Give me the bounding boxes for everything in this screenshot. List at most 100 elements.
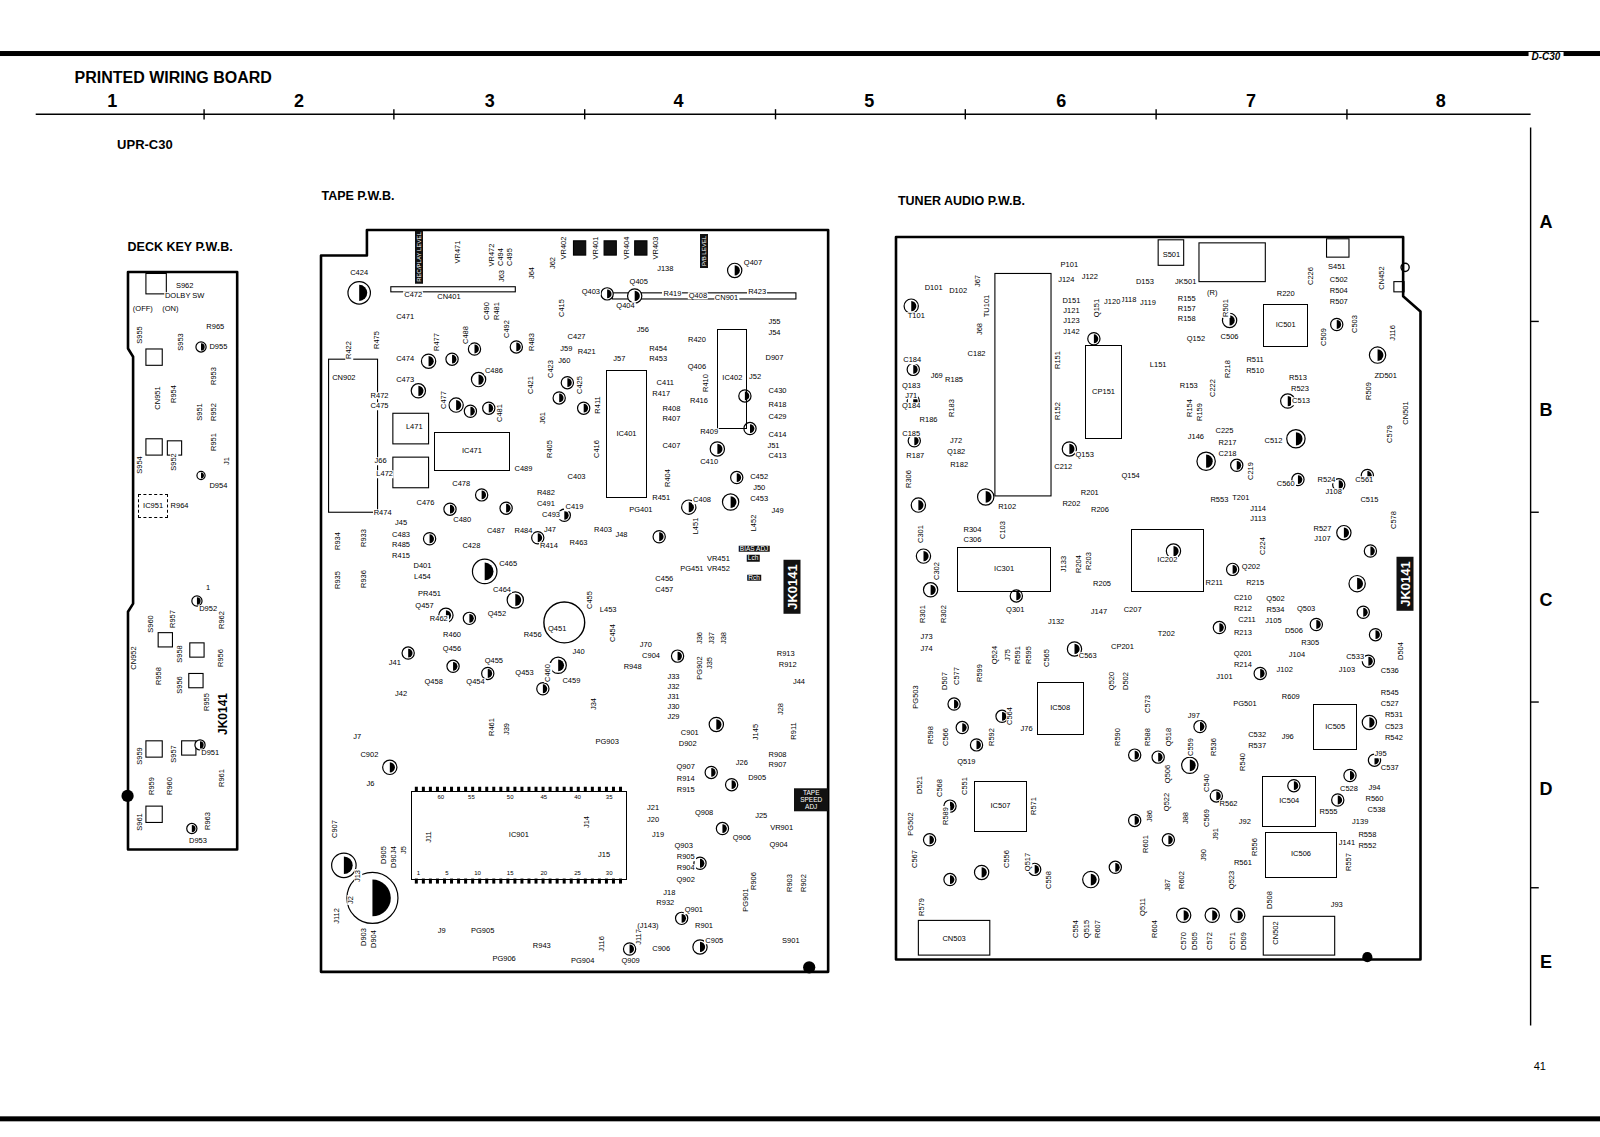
component-label: J86: [1146, 809, 1154, 823]
capacitor-body: [444, 503, 456, 515]
capacitor-polarity: [1376, 630, 1380, 639]
component-label: C302: [933, 561, 941, 581]
board-heading: DECK KEY P.W.B.: [128, 241, 233, 255]
capacitor-polarity: [1260, 669, 1264, 678]
component-label: R943: [532, 942, 552, 950]
component-label: R102: [997, 503, 1017, 511]
capacitor-symbol: [421, 354, 435, 368]
capacitor-body: [728, 263, 742, 277]
component-label: R906: [750, 871, 758, 891]
component-outline: [1327, 239, 1349, 257]
capacitor-symbol: [1364, 545, 1376, 557]
ic-reference: IC402: [721, 374, 743, 382]
component-label: R185: [944, 376, 964, 384]
component-label: Q523: [1228, 869, 1236, 889]
component-label: R153: [1179, 382, 1199, 390]
capacitor-polarity: [201, 473, 204, 479]
capacitor-symbol: [722, 494, 738, 510]
component-label: Q152: [1186, 335, 1206, 343]
component-label: Q182: [946, 448, 966, 456]
component-outline: [1199, 243, 1265, 282]
capacitor-polarity: [911, 301, 916, 311]
component-label: C536: [1380, 668, 1400, 676]
component-label: C523: [1384, 723, 1404, 731]
component-label: D504: [1397, 641, 1405, 661]
capacitor-symbol: [1197, 452, 1215, 470]
component-label: C225: [1215, 427, 1235, 435]
component-label: C571: [1229, 931, 1237, 951]
component-label: C416: [593, 439, 601, 459]
component-label: R460: [442, 631, 462, 639]
ic-package: IC301: [957, 547, 1051, 592]
page-number: 41: [1533, 1061, 1547, 1072]
ic-package: IC951: [138, 494, 169, 518]
page-title: PRINTED WIRING BOARD: [73, 70, 272, 86]
capacitor-symbol: [1331, 318, 1343, 330]
component-label: C430: [768, 387, 788, 395]
component-label: Q408: [688, 292, 708, 300]
component-label: C457: [654, 586, 674, 594]
capacitor-symbol: [978, 489, 994, 505]
capacitor-body: [1287, 430, 1305, 448]
capacitor-polarity: [950, 802, 954, 811]
board-outline: [321, 230, 828, 972]
component-label: J101: [1215, 673, 1233, 681]
component-label: C476: [416, 499, 436, 507]
component-label: R951: [211, 432, 219, 452]
grid-reference: 6: [1055, 92, 1067, 110]
component-label: Q154: [1120, 472, 1140, 480]
component-label: J69: [930, 372, 944, 380]
grid-reference: 1: [106, 92, 118, 110]
component-label: J38: [721, 631, 729, 645]
component-label: C487: [486, 527, 506, 535]
capacitor-body: [1129, 814, 1141, 826]
component-label: R531: [1384, 712, 1404, 720]
component-label: VR471: [454, 240, 462, 265]
ic-reference: IC507: [989, 802, 1011, 810]
capacitor-polarity: [962, 723, 966, 732]
component-label: R607: [1094, 919, 1102, 939]
capacitor-body: [449, 398, 463, 412]
capacitor-body: [722, 494, 738, 510]
capacitor-polarity: [977, 740, 981, 749]
capacitor-body: [916, 549, 930, 563]
pin-number: 50: [506, 794, 515, 800]
component-label: VR402: [561, 235, 569, 260]
capacitor-polarity: [1338, 796, 1342, 805]
component-label: R421: [577, 348, 597, 356]
capacitor-polarity: [200, 741, 204, 748]
component-label: C427: [567, 333, 587, 341]
capacitor-polarity: [731, 496, 737, 508]
component-label: R485: [391, 541, 411, 549]
component-label: C492: [503, 319, 511, 339]
capacitor-body: [1310, 618, 1322, 630]
component-label: C490: [483, 301, 491, 321]
capacitor-symbol: [550, 657, 566, 673]
component-label: C475: [370, 402, 390, 410]
component-label: D509: [1240, 931, 1248, 951]
component-label: C185: [901, 430, 921, 438]
component-label: R956: [218, 648, 226, 668]
capacitor-body: [1331, 318, 1343, 330]
component-label: R212: [1233, 605, 1253, 613]
component-outline: [146, 273, 166, 293]
component-label: L453: [599, 606, 618, 614]
capacitor-symbol: [705, 766, 717, 778]
capacitor-polarity: [659, 532, 663, 541]
component-outline: [158, 633, 172, 647]
component-label: C103: [999, 520, 1007, 540]
component-label: J13: [354, 868, 362, 882]
component-label: PR451: [417, 590, 442, 598]
component-label: J25: [754, 813, 768, 821]
component-label: J73: [919, 633, 933, 641]
component-label: PG906: [491, 955, 516, 963]
component-label: D905: [380, 845, 388, 865]
component-label: R591: [1015, 645, 1023, 665]
component-label: C413: [768, 452, 788, 460]
capacitor-body: [1197, 452, 1215, 470]
capacitor-body: [348, 282, 370, 304]
component-label: J120: [1103, 298, 1121, 306]
capacitor-body: [1088, 333, 1100, 345]
